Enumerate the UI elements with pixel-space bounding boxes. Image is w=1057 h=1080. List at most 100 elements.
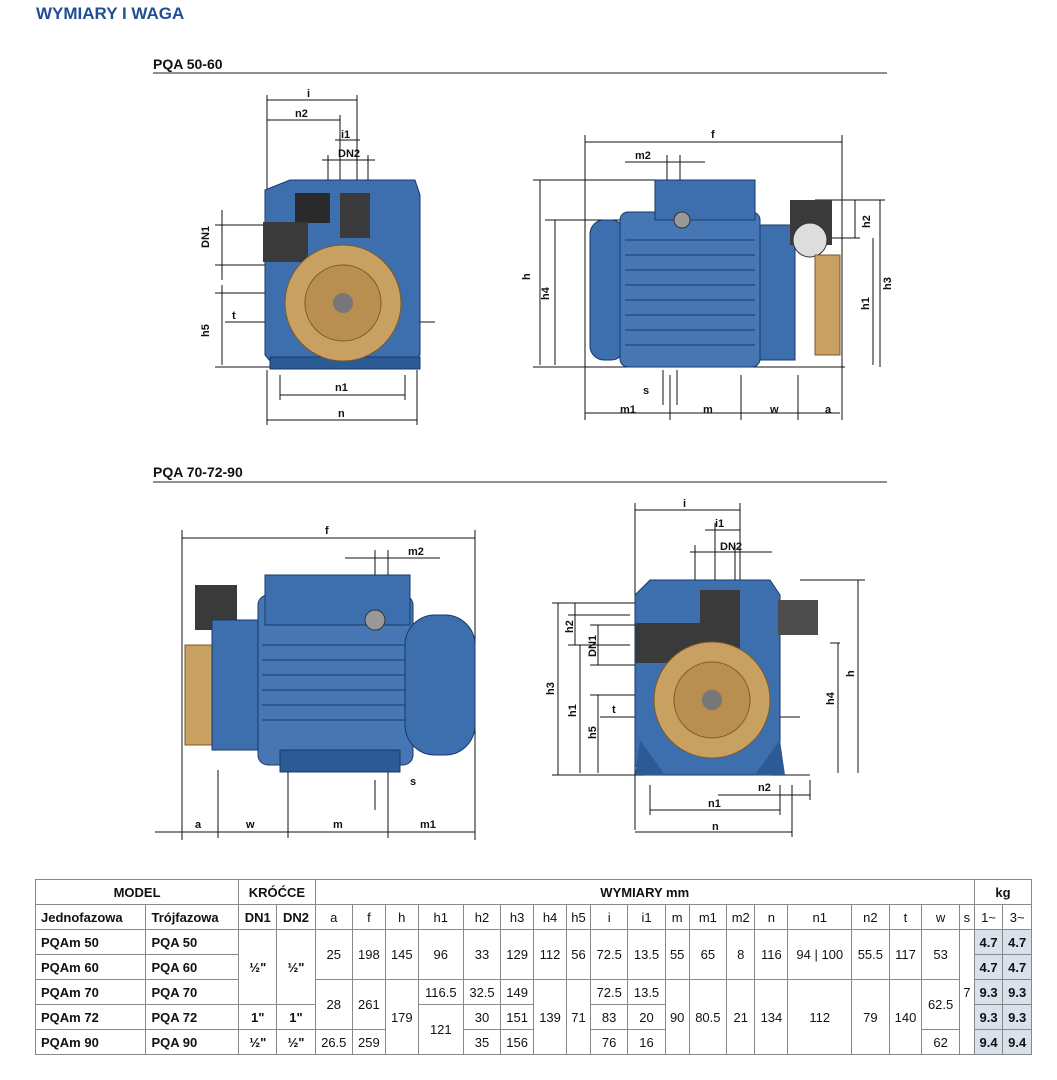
header-model: MODEL: [34, 879, 240, 905]
dim-label-h: h: [845, 670, 857, 677]
cell-h: 179: [384, 979, 419, 1055]
col-n2: n2: [851, 904, 890, 930]
col-m1: m1: [688, 904, 728, 930]
cell-dn2: ½": [276, 1029, 316, 1055]
cell-kg3: 4.7: [1002, 929, 1032, 955]
dim-label-h5: h5: [200, 324, 212, 337]
cell-h1: 121: [417, 1004, 464, 1055]
col-h3: h3: [500, 904, 535, 930]
dim-label-s: s: [643, 385, 649, 397]
col-w: w: [921, 904, 960, 930]
dim-label-n: n: [338, 408, 345, 420]
model-troj: PQA 72: [145, 1004, 240, 1030]
model-troj: PQA 90: [145, 1029, 240, 1055]
table-row: PQAm 60 PQA 60 4.7 4.7: [34, 954, 1032, 980]
dim-label-f: f: [711, 129, 715, 141]
section-rule: [153, 72, 887, 74]
dim-label-a: a: [195, 819, 202, 831]
model-jedno: PQAm 90: [34, 1029, 147, 1055]
cell-n2: 55.5: [851, 929, 890, 980]
cell-m1: 80.5: [688, 979, 728, 1055]
header-kg: kg: [973, 879, 1033, 905]
dim-label-h3: h3: [882, 277, 894, 290]
dim-label-n: n: [712, 821, 719, 833]
cell-i: 72.5: [589, 929, 629, 980]
cell-h1: 96: [417, 929, 464, 980]
dim-label-n2: n2: [758, 782, 771, 794]
model-troj: PQA 60: [145, 954, 240, 980]
cell-i1: 16: [627, 1029, 666, 1055]
cell-h2: 35: [462, 1029, 502, 1055]
dim-label-m: m: [333, 819, 343, 831]
cell-a: 28: [314, 979, 353, 1030]
dim-label-i1: i1: [341, 129, 350, 141]
cell-n: 116: [754, 929, 789, 980]
section-title-pqa70-90: PQA 70-72-90: [153, 464, 243, 480]
col-h2: h2: [462, 904, 502, 930]
dim-label-i1: i1: [715, 518, 724, 530]
dim-label-h2: h2: [564, 620, 576, 633]
dim-label-h2: h2: [861, 215, 873, 228]
cell-m: 90: [664, 979, 690, 1055]
pump-front-view-pqa50-60: i n2 i1 DN2 DN1 t h5 n1 n: [200, 88, 435, 425]
cell-f: 259: [351, 1029, 386, 1055]
cell-a: 26.5: [314, 1029, 353, 1055]
cell-t: 140: [888, 979, 923, 1055]
cell-n1: 94 | 100: [787, 929, 853, 980]
cell-n: 134: [754, 979, 789, 1055]
cell-dn1: ½": [238, 929, 278, 1005]
header-krocce: KRÓĆCE: [238, 879, 316, 905]
dim-label-m2: m2: [635, 150, 651, 162]
cell-h5: 71: [566, 979, 591, 1055]
model-jedno: PQAm 50: [34, 929, 147, 955]
col-h5: h5: [566, 904, 591, 930]
col-n: n: [754, 904, 789, 930]
dim-label-i: i: [307, 88, 310, 100]
cell-h5: 56: [566, 929, 591, 980]
dim-label-t: t: [612, 704, 616, 716]
pump-front-view-pqa70-90: i i1 DN2 h2 DN1 h3 h1 h5 t h4 h n2 n1 n: [545, 498, 865, 837]
dim-label-h4: h4: [825, 691, 837, 705]
cell-h: 145: [384, 929, 419, 980]
dim-label-dn2: DN2: [720, 541, 742, 553]
dim-label-w: w: [245, 819, 255, 831]
cell-kg3: 4.7: [1002, 954, 1032, 980]
cell-m: 55: [664, 929, 690, 980]
cell-h1: 116.5: [417, 979, 464, 1005]
dim-label-a: a: [825, 404, 832, 416]
cell-dn2: 1": [276, 1004, 316, 1030]
model-troj: PQA 70: [145, 979, 240, 1005]
header-wymiary: WYMIARY mm: [314, 879, 975, 905]
cell-dn2: ½": [276, 929, 316, 1005]
dim-label-dn2: DN2: [338, 148, 360, 160]
col-t: t: [888, 904, 923, 930]
model-jedno: PQAm 70: [34, 979, 147, 1005]
dim-label-m2: m2: [408, 546, 424, 558]
cell-dn1: ½": [238, 1029, 278, 1055]
section-rule: [153, 481, 887, 483]
dim-label-n2: n2: [295, 108, 308, 120]
cell-h3: 151: [500, 1004, 535, 1030]
cell-h4: 112: [533, 929, 567, 980]
cell-h4: 139: [533, 979, 567, 1055]
cell-w: 53: [921, 929, 960, 980]
dim-label-t: t: [232, 310, 236, 322]
col-h4: h4: [533, 904, 567, 930]
col-a: a: [314, 904, 353, 930]
cell-n2: 79: [851, 979, 890, 1055]
dim-label-h4: h4: [540, 286, 552, 300]
dim-label-h3: h3: [545, 682, 557, 695]
cell-h2: 30: [462, 1004, 502, 1030]
cell-f: 261: [351, 979, 386, 1030]
col-i: i: [589, 904, 629, 930]
col-trojfazowa: Trójfazowa: [145, 904, 240, 930]
dim-label-m1: m1: [420, 819, 436, 831]
cell-h2: 32.5: [462, 979, 502, 1005]
dim-label-m: m: [703, 404, 713, 416]
col-m: m: [664, 904, 690, 930]
cell-m2: 21: [726, 979, 756, 1055]
cell-dn1: 1": [238, 1004, 278, 1030]
cell-h3: 129: [500, 929, 535, 980]
table-row: PQAm 90 PQA 90 ½" ½" 26.5 259 35 156 76 …: [34, 1029, 1032, 1055]
dim-label-w: w: [769, 404, 779, 416]
